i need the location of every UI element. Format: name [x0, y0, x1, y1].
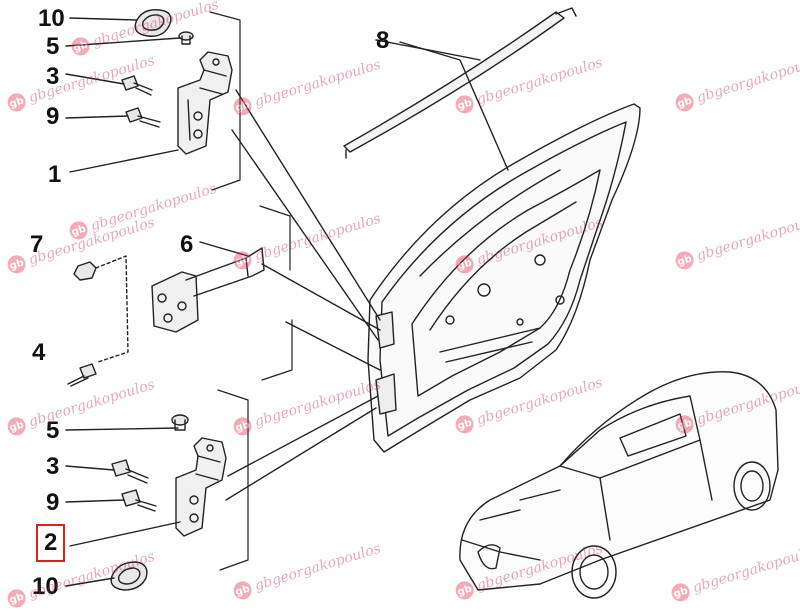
- callout-9-bottom: 9: [46, 489, 60, 516]
- screw-5-bottom-part: [171, 414, 189, 431]
- callout-1: 1: [48, 161, 62, 188]
- callout-9-top: 9: [46, 103, 60, 130]
- gasket-top-part: [134, 9, 172, 37]
- callout-3-bottom: 3: [46, 453, 60, 480]
- bolt-4-part: [67, 363, 97, 387]
- callout-8: 8: [376, 27, 390, 54]
- nut-7-part: [73, 261, 97, 281]
- callout-10-top: 10: [38, 5, 65, 32]
- door-check-part: [151, 247, 265, 333]
- seal-strip-part: [343, 7, 577, 159]
- group-brackets: [209, 11, 293, 571]
- door-frame-part: [367, 103, 641, 453]
- callout-3-top: 3: [46, 63, 60, 90]
- callout-5-top: 5: [46, 33, 60, 60]
- leader-lines: [65, 17, 509, 587]
- gasket-bottom-part: [110, 561, 148, 591]
- lower-hinge-part: [175, 437, 227, 537]
- callout-5-bottom: 5: [46, 417, 60, 444]
- bolt-3-bottom-part: [111, 459, 149, 484]
- bolt-9-top-part: [125, 107, 161, 128]
- car-illustration: [459, 371, 779, 599]
- callout-10-bottom: 10: [32, 573, 59, 600]
- bolt-3-top-part: [121, 75, 153, 96]
- callout-6: 6: [180, 231, 194, 258]
- screw-5-top-part: [178, 31, 194, 45]
- upper-hinge-part: [177, 51, 233, 155]
- callout-7: 7: [30, 231, 44, 258]
- callout-4: 4: [32, 339, 46, 366]
- callout-2-highlighted[interactable]: 2: [36, 524, 66, 562]
- bolt-9-bottom-part: [121, 489, 157, 512]
